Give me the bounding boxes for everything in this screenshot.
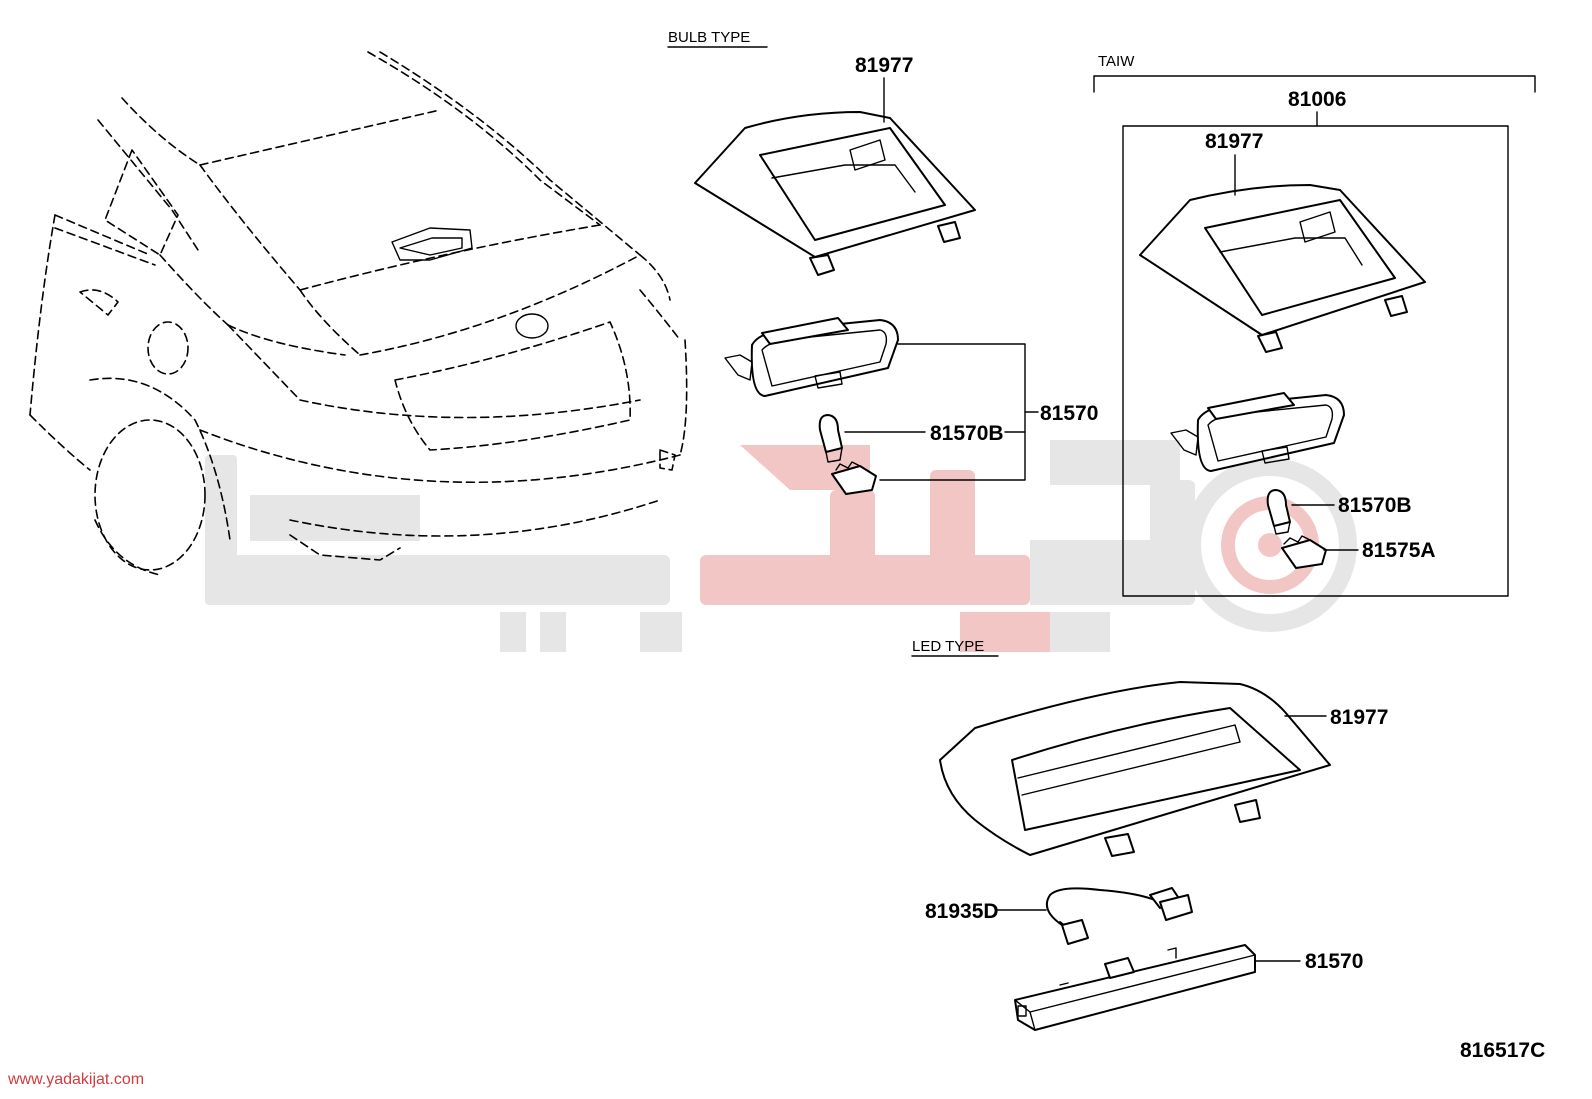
led-lamp-label: 81570: [1305, 950, 1363, 973]
diagram-id: 816517C: [1460, 1039, 1545, 1062]
led-cover-label: 81977: [1330, 706, 1388, 729]
taiw-assembly-label: 81006: [1288, 88, 1346, 111]
bulb-housing-label: 81570: [1040, 402, 1098, 425]
taiw-bulb-label: 81575A: [1362, 539, 1436, 562]
watermark-logo: [205, 440, 1357, 652]
led-lamp-81570: [1014, 944, 1256, 1031]
bulb-housing-81570: [724, 317, 899, 397]
taiw-bulb-81575A: [1281, 535, 1327, 569]
taiw-housing: [1170, 392, 1345, 472]
watermark-url: www.yadakijat.com: [7, 1071, 144, 1088]
bulb-cover-81977: [694, 111, 976, 276]
taiw-cover-81977: [1139, 184, 1426, 353]
led-wire-label: 81935D: [925, 900, 999, 923]
taiw-assembly-frame: [1122, 125, 1509, 597]
taiw-heading: TAIW: [1098, 53, 1135, 70]
taiw-socket-81570B: [1266, 489, 1291, 535]
led-cover-81977: [939, 681, 1331, 857]
bulb-cover-label: 81977: [855, 54, 913, 77]
watermark-red-shapes: [700, 445, 1319, 652]
bulb-socket-81570B: [818, 414, 877, 495]
taiw-socket-label: 81570B: [1338, 494, 1412, 517]
vehicle-rear-view: [29, 51, 688, 576]
bulb-socket-label: 81570B: [930, 422, 1004, 445]
led-wire-81935D: [1046, 887, 1193, 945]
bulb-type-heading: BULB TYPE: [668, 29, 750, 46]
taiw-section: TAIW 81006 81977 81570B: [1093, 53, 1536, 597]
bulb-type-section: BULB TYPE 81977 81570B: [667, 29, 1098, 495]
taiw-cover-label: 81977: [1205, 130, 1263, 153]
led-type-heading: LED TYPE: [912, 638, 984, 655]
watermark-gray-shapes: [205, 440, 1357, 652]
led-type-section: LED TYPE 81977 81935D: [911, 638, 1388, 1031]
